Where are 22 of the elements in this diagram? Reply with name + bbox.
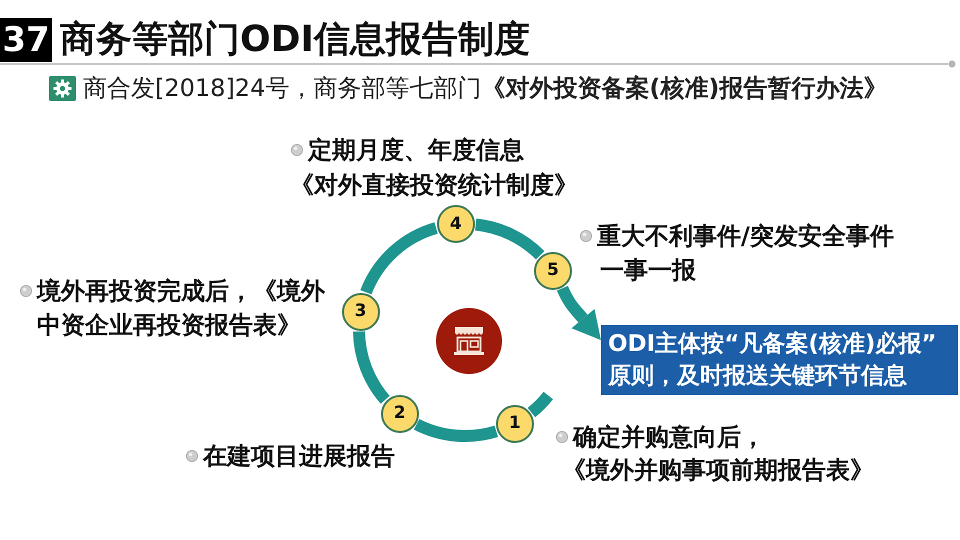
step-description: 确定并购意向后， [573,422,765,453]
step-description: 一事一报 [600,255,696,286]
step-circle: 4 [436,205,475,244]
slide-number: 37 [0,18,52,62]
info-box: ODI主体按“凡备案(核准)必报”原则，及时报送关键环节信息 [601,325,958,395]
step-description: 定期月度、年度信息 [308,135,524,166]
arc-connector [353,331,390,404]
arc-connector [414,418,498,442]
step-description: 在建项目进展报告 [203,441,395,472]
step-description: 《对外直接投资统计制度》 [290,170,578,201]
arc-connector [474,218,544,260]
arrow [556,286,602,340]
title: 商务等部门ODI信息报告制度 [60,18,530,62]
step-description: 《境外并购事项前期报告表》 [562,455,874,486]
step-circle: 5 [534,252,572,290]
step-circle: 3 [342,292,380,331]
arc-connector [360,222,438,295]
subtitle: 商合发[2018]24号，商务部等七部门《对外投资备案(核准)报告暂行办法》 [83,73,888,104]
step-description: 境外再投资完成后，《境外中资企业再投资报告表》 [37,276,326,341]
step-description: 重大不利事件/突发安全事件 [597,221,894,252]
step-circle: 1 [496,404,534,443]
step-circle: 2 [380,394,419,432]
